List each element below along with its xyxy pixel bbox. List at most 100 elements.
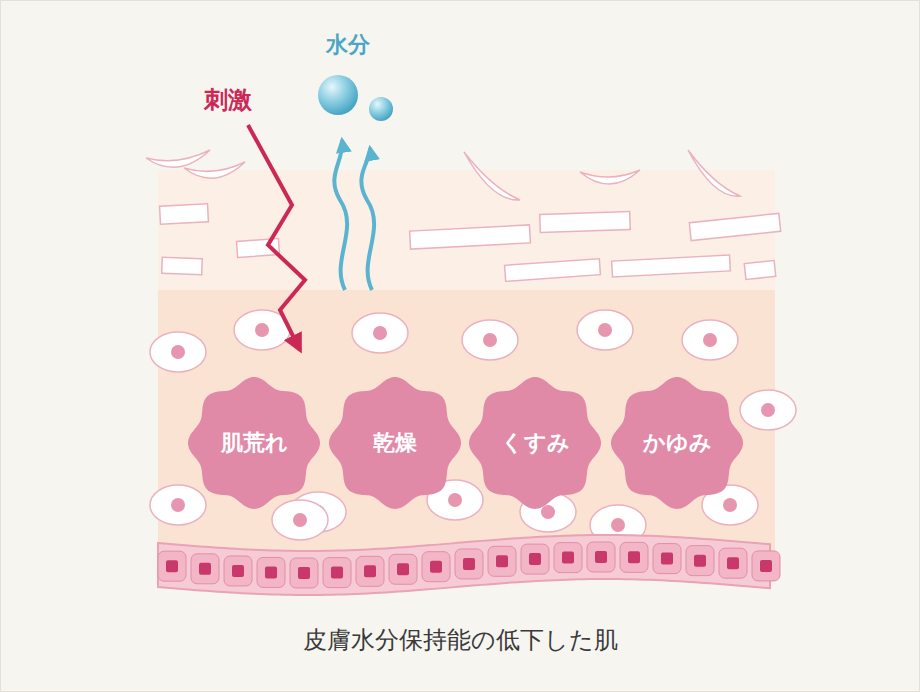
- basal-cell-body: [719, 548, 747, 578]
- irritation-label: 刺激: [204, 84, 252, 116]
- cell-nucleus: [761, 403, 775, 417]
- cell-body: [682, 320, 738, 360]
- basal-cell: [356, 556, 384, 586]
- cell: [462, 320, 518, 360]
- water-arrow: [361, 148, 374, 290]
- badge-text: 乾燥: [373, 428, 417, 458]
- basal-cell-body: [356, 556, 384, 586]
- caption: 皮膚水分保持能の低下した肌: [303, 624, 618, 656]
- corneocyte: [505, 259, 601, 282]
- badge-text: かゆみ: [643, 428, 712, 458]
- basal-cell-nucleus: [331, 567, 343, 579]
- badge-text: くすみ: [501, 428, 570, 458]
- cell-nucleus: [703, 333, 717, 347]
- basal-cell-nucleus: [760, 560, 772, 572]
- basal-cell-body: [224, 556, 252, 586]
- corneocyte: [540, 211, 631, 232]
- basal-cell-body: [422, 552, 450, 582]
- flake: [146, 150, 210, 167]
- corneocyte: [744, 260, 776, 279]
- basal-cell: [422, 552, 450, 582]
- symptom-badge: 乾燥: [329, 377, 461, 509]
- cell: [740, 390, 796, 430]
- flake: [464, 152, 520, 200]
- basal-band: [158, 535, 770, 595]
- cell: [272, 500, 328, 540]
- basal-cell-body: [620, 542, 648, 572]
- water-droplet: [369, 97, 393, 121]
- cell-nucleus: [448, 493, 462, 507]
- basal-cell-nucleus: [199, 563, 211, 575]
- water-label: 水分: [326, 30, 370, 60]
- symptom-badge: くすみ: [469, 377, 601, 509]
- basal-cell-nucleus: [727, 557, 739, 569]
- cell: [577, 310, 633, 350]
- corneocytes: [146, 150, 781, 281]
- basal-cell: [290, 558, 318, 588]
- cell-nucleus: [598, 323, 612, 337]
- flake: [580, 170, 640, 184]
- basal-cell-body: [290, 558, 318, 588]
- cell-nucleus: [171, 498, 185, 512]
- cell-nucleus: [293, 513, 307, 527]
- cell-body: [150, 332, 206, 372]
- flake: [184, 162, 245, 178]
- corneocyte: [612, 255, 731, 277]
- basal-cell-body: [587, 542, 615, 572]
- basal-cell: [257, 557, 285, 587]
- corneocyte: [160, 204, 209, 224]
- cell-nucleus: [611, 518, 625, 532]
- basal-cell: [587, 542, 615, 572]
- cell-nucleus: [373, 326, 387, 340]
- basal-cell-body: [257, 557, 285, 587]
- badge-outline: [469, 377, 601, 509]
- cell-nucleus: [171, 345, 185, 359]
- basal-cell-nucleus: [661, 553, 673, 565]
- basal-cell-nucleus: [628, 551, 640, 563]
- basal-cell-body: [158, 551, 186, 581]
- basal-layer: [158, 535, 780, 692]
- cell-body: [150, 485, 206, 525]
- cell-body: [272, 500, 328, 540]
- irritation-arrow: [248, 125, 305, 350]
- badge-outline: [611, 377, 743, 509]
- basal-cell-nucleus: [397, 563, 409, 575]
- basal-cell: [389, 554, 417, 584]
- basal-cell: [686, 546, 714, 576]
- basal-cell-body: [323, 558, 351, 588]
- water-arrow: [334, 140, 347, 290]
- basal-cell: [719, 548, 747, 578]
- basal-cell: [752, 551, 780, 581]
- cell-nucleus: [255, 323, 269, 337]
- corneocyte: [689, 213, 780, 240]
- flake: [688, 150, 740, 196]
- badge-outline: [329, 377, 461, 509]
- symptom-badge: かゆみ: [611, 377, 743, 509]
- basal-cell-body: [191, 554, 219, 584]
- symptom-badge: 肌荒れ: [188, 377, 320, 509]
- cell: [682, 320, 738, 360]
- basal-cell-body: [521, 544, 549, 574]
- cell-body: [577, 310, 633, 350]
- basal-cell: [224, 556, 252, 586]
- basal-cell: [455, 549, 483, 579]
- basal-cell-body: [554, 543, 582, 573]
- basal-cell-body: [389, 554, 417, 584]
- basal-cell-nucleus: [430, 561, 442, 573]
- cell: [150, 332, 206, 372]
- basal-cell: [488, 546, 516, 576]
- basal-cell: [191, 554, 219, 584]
- cell-nucleus: [541, 505, 555, 519]
- basal-cell-nucleus: [166, 560, 178, 572]
- basal-cell-nucleus: [463, 558, 475, 570]
- cell: [150, 485, 206, 525]
- water-droplet: [318, 75, 358, 115]
- stratum-corneum: [158, 170, 775, 290]
- basal-cell-body: [686, 546, 714, 576]
- basal-cell-nucleus: [562, 552, 574, 564]
- badge-text: 肌荒れ: [221, 428, 288, 458]
- corneocyte: [162, 257, 203, 274]
- badge-outline: [188, 377, 320, 509]
